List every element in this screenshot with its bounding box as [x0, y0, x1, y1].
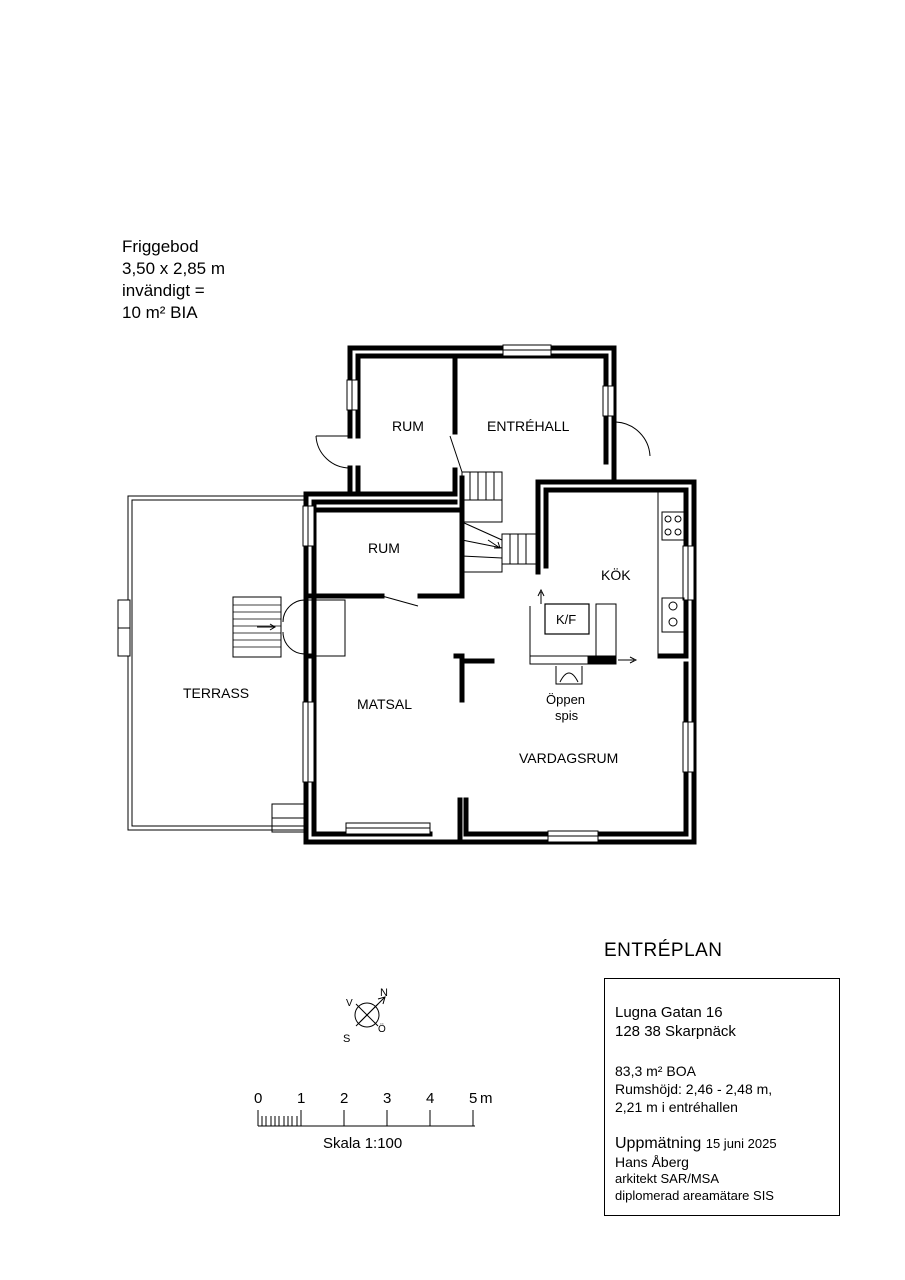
terrace-stairs — [232, 596, 346, 658]
info-survey-date: 15 juni 2025 — [705, 1136, 777, 1151]
compass-n: N — [380, 987, 388, 999]
label-vardagsrum: VARDAGSRUM — [519, 750, 618, 766]
info-role-2: diplomerad areamätare SIS — [615, 1188, 774, 1203]
label-oppen-spis-2: spis — [555, 708, 579, 723]
windows — [302, 344, 695, 843]
compass-v: V — [346, 998, 353, 1009]
friggebod-note: Friggebod 3,50 x 2,85 m invändigt = 10 m… — [122, 236, 225, 324]
scale-tick-3: 3 — [383, 1090, 391, 1107]
terrace-outline — [117, 495, 307, 833]
label-kf: K/F — [556, 612, 576, 627]
friggebod-line-3: invändigt = — [122, 281, 205, 300]
doors — [315, 421, 651, 607]
kitchen-fixtures — [529, 490, 685, 685]
label-terrass: TERRASS — [183, 685, 249, 701]
label-kok: KÖK — [601, 566, 631, 583]
room-labels: RUM ENTRÉHALL RUM KÖK K/F TERRASS MATSAL… — [183, 418, 631, 766]
friggebod-line-2: 3,50 x 2,85 m — [122, 259, 226, 278]
info-survey: Uppmätning 15 juni 2025 — [615, 1135, 777, 1153]
scale-tick-5: 5 — [469, 1090, 477, 1107]
scale-tick-0: 0 — [254, 1090, 262, 1107]
scale-tick-2: 2 — [340, 1090, 348, 1107]
plan-title: ENTRÉPLAN — [604, 940, 723, 961]
info-role-1: arkitekt SAR/MSA — [615, 1171, 720, 1186]
label-matsal: MATSAL — [357, 696, 412, 712]
info-area: 83,3 m² BOA — [615, 1063, 696, 1079]
info-height-2: 2,21 m i entréhallen — [615, 1099, 738, 1115]
scale-label: Skala 1:100 — [323, 1135, 402, 1152]
info-street: Lugna Gatan 16 — [615, 1004, 723, 1021]
label-entrehall: ENTRÉHALL — [487, 418, 570, 434]
label-oppen-spis-1: Öppen — [546, 692, 585, 707]
info-height-1: Rumshöjd: 2,46 - 2,48 m, — [615, 1081, 773, 1097]
friggebod-line-4: 10 m² BIA — [122, 303, 198, 322]
scale-bar: 0 1 2 3 4 5 m Skala 1:100 — [254, 1090, 493, 1152]
friggebod-line-1: Friggebod — [122, 237, 199, 256]
scale-tick-4: 4 — [426, 1090, 434, 1107]
compass-o: Ö — [378, 1023, 386, 1035]
info-name: Hans Åberg — [615, 1154, 689, 1170]
info-survey-label: Uppmätning — [615, 1135, 702, 1152]
compass: N V S Ö — [343, 987, 388, 1045]
interior-stairs — [461, 471, 539, 573]
info-postal: 128 38 Skarpnäck — [615, 1023, 736, 1040]
compass-s: S — [343, 1033, 350, 1045]
info-box: Lugna Gatan 16 128 38 Skarpnäck 83,3 m² … — [604, 978, 840, 1216]
scale-tick-1: 1 — [297, 1090, 305, 1107]
label-rum-upper: RUM — [392, 418, 424, 434]
scale-unit: m — [480, 1090, 493, 1107]
label-rum-lower: RUM — [368, 540, 400, 556]
